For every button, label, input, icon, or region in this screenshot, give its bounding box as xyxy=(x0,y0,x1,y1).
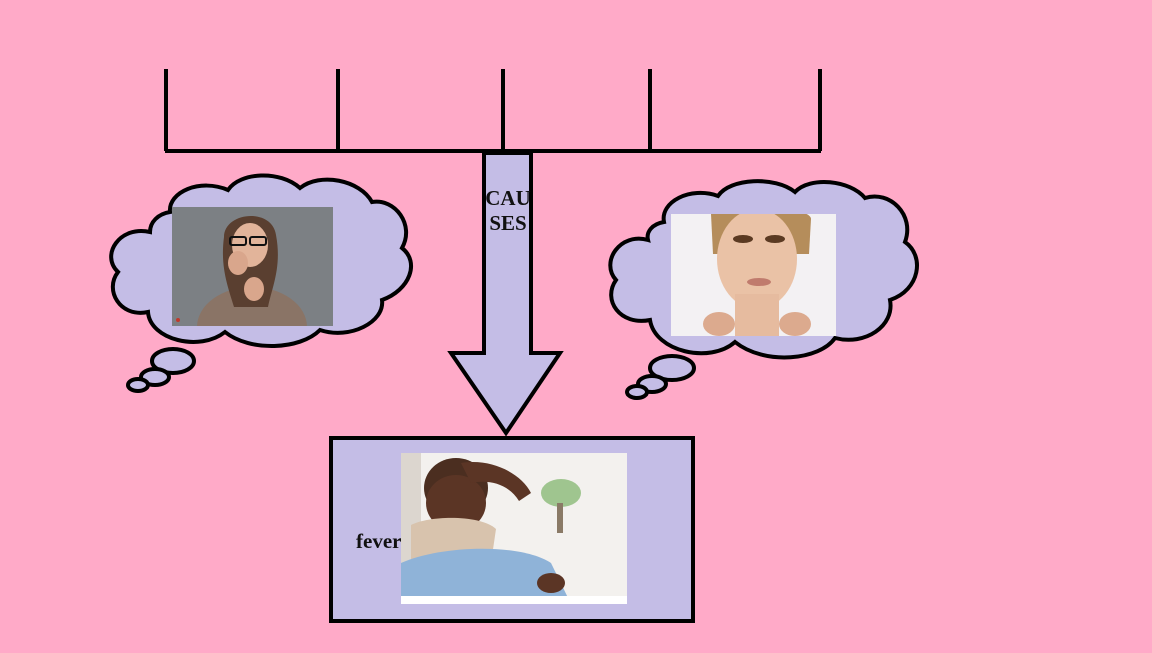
sore-throat-woman-photo xyxy=(671,214,836,336)
photo-icon xyxy=(671,214,836,336)
coughing-woman-photo xyxy=(172,207,333,326)
fever-man-photo xyxy=(401,453,627,604)
arrow-label: CAUSES xyxy=(485,186,531,235)
photo-icon xyxy=(172,207,333,326)
causes-arrow xyxy=(447,151,564,437)
effect-label: fever xyxy=(356,529,402,553)
top-bracket xyxy=(164,69,822,153)
photo-icon xyxy=(401,453,627,604)
